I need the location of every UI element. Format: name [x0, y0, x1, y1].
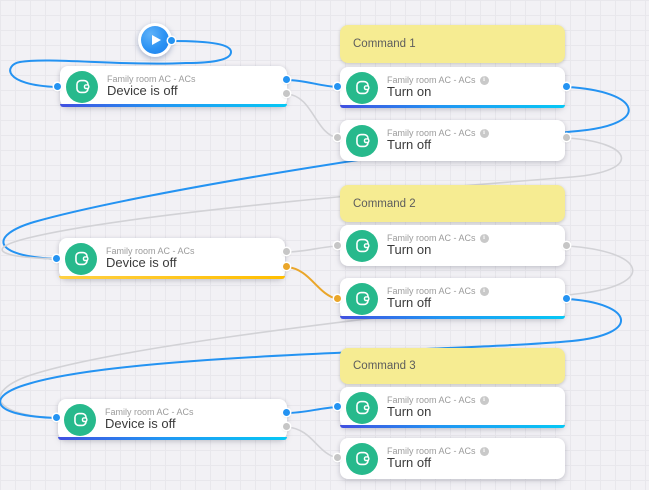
device-icon — [66, 70, 98, 103]
port-command-2-turn-off-input[interactable] — [334, 295, 341, 302]
port-command-2-turn-on-output[interactable] — [563, 242, 570, 249]
port-command-1-turn-on-input[interactable] — [334, 83, 341, 90]
info-icon[interactable]: i — [479, 446, 489, 456]
command-2-group-header[interactable]: Command 2 — [340, 185, 565, 222]
condition-3-card[interactable]: Family room AC - ACs Device is off — [58, 399, 287, 440]
action-title: Turn off — [387, 137, 432, 153]
edge-condition-2-to-command-2-turn-on[interactable] — [286, 245, 338, 253]
active-accent-bar — [58, 437, 287, 440]
device-icon — [346, 282, 378, 315]
command-1-group-header[interactable]: Command 1 — [340, 25, 565, 63]
port-start-output[interactable] — [168, 37, 175, 44]
info-icon[interactable]: i — [479, 286, 489, 296]
edge-condition-1-to-command-1-turn-on[interactable] — [286, 79, 338, 88]
condition-1-card[interactable]: Family room AC - ACs Device is off — [60, 66, 287, 107]
port-condition-2-input[interactable] — [53, 255, 60, 262]
port-command-3-turn-off-input[interactable] — [334, 454, 341, 461]
port-command-2-turn-off-output[interactable] — [563, 295, 570, 302]
port-condition-1-input[interactable] — [54, 83, 61, 90]
edge-condition-3-to-command-3-turn-on[interactable] — [286, 406, 338, 414]
device-icon — [346, 391, 378, 424]
edge-condition-1-to-command-1-turn-off[interactable] — [286, 93, 339, 139]
play-icon — [152, 35, 161, 45]
active-accent-bar — [60, 104, 287, 107]
port-command-2-turn-on-input[interactable] — [334, 242, 341, 249]
active-accent-bar — [340, 425, 565, 428]
port-command-1-turn-off-output[interactable] — [563, 134, 570, 141]
port-condition-3-input[interactable] — [53, 414, 60, 421]
port-condition-2-output-true[interactable] — [283, 248, 290, 255]
active-accent-bar — [59, 276, 285, 279]
edge-condition-2-to-command-2-turn-off[interactable] — [286, 266, 338, 300]
active-accent-bar — [340, 316, 565, 319]
info-icon[interactable]: i — [479, 128, 489, 138]
device-icon — [346, 442, 378, 475]
device-icon — [346, 229, 378, 262]
action-title: Turn off — [387, 455, 432, 471]
device-icon — [64, 403, 96, 436]
port-condition-1-output-false[interactable] — [283, 90, 290, 97]
play-button-background — [141, 26, 169, 54]
device-icon — [65, 242, 97, 275]
group-title: Command 1 — [353, 38, 416, 50]
condition-title: Device is off — [106, 255, 177, 271]
command-3-group-header[interactable]: Command 3 — [340, 348, 565, 384]
port-command-1-turn-off-input[interactable] — [334, 134, 341, 141]
device-icon — [346, 71, 378, 104]
condition-title: Device is off — [107, 83, 178, 99]
info-icon[interactable]: i — [479, 395, 489, 405]
port-command-3-turn-on-input[interactable] — [334, 403, 341, 410]
port-command-1-turn-on-output[interactable] — [563, 83, 570, 90]
info-icon[interactable]: i — [479, 75, 489, 85]
active-accent-bar — [340, 105, 565, 108]
port-condition-1-output-true[interactable] — [283, 76, 290, 83]
device-icon — [346, 124, 378, 157]
info-icon[interactable]: i — [479, 233, 489, 243]
port-condition-2-output-false[interactable] — [283, 263, 290, 270]
group-title: Command 2 — [353, 197, 416, 210]
group-title: Command 3 — [353, 360, 416, 372]
action-title: Turn on — [387, 84, 432, 100]
port-condition-3-output-true[interactable] — [283, 409, 290, 416]
action-title: Turn off — [387, 295, 432, 311]
condition-2-card[interactable]: Family room AC - ACs Device is off — [59, 238, 285, 279]
start-node-play-button[interactable] — [138, 23, 172, 57]
edge-condition-3-to-command-3-turn-off[interactable] — [286, 426, 339, 459]
condition-title: Device is off — [105, 416, 176, 432]
action-title: Turn on — [387, 242, 432, 258]
device-label: Family room AC - ACs — [387, 74, 476, 85]
port-condition-3-output-false[interactable] — [283, 423, 290, 430]
action-title: Turn on — [387, 404, 432, 420]
device-label: Family room AC - ACs — [387, 445, 476, 456]
